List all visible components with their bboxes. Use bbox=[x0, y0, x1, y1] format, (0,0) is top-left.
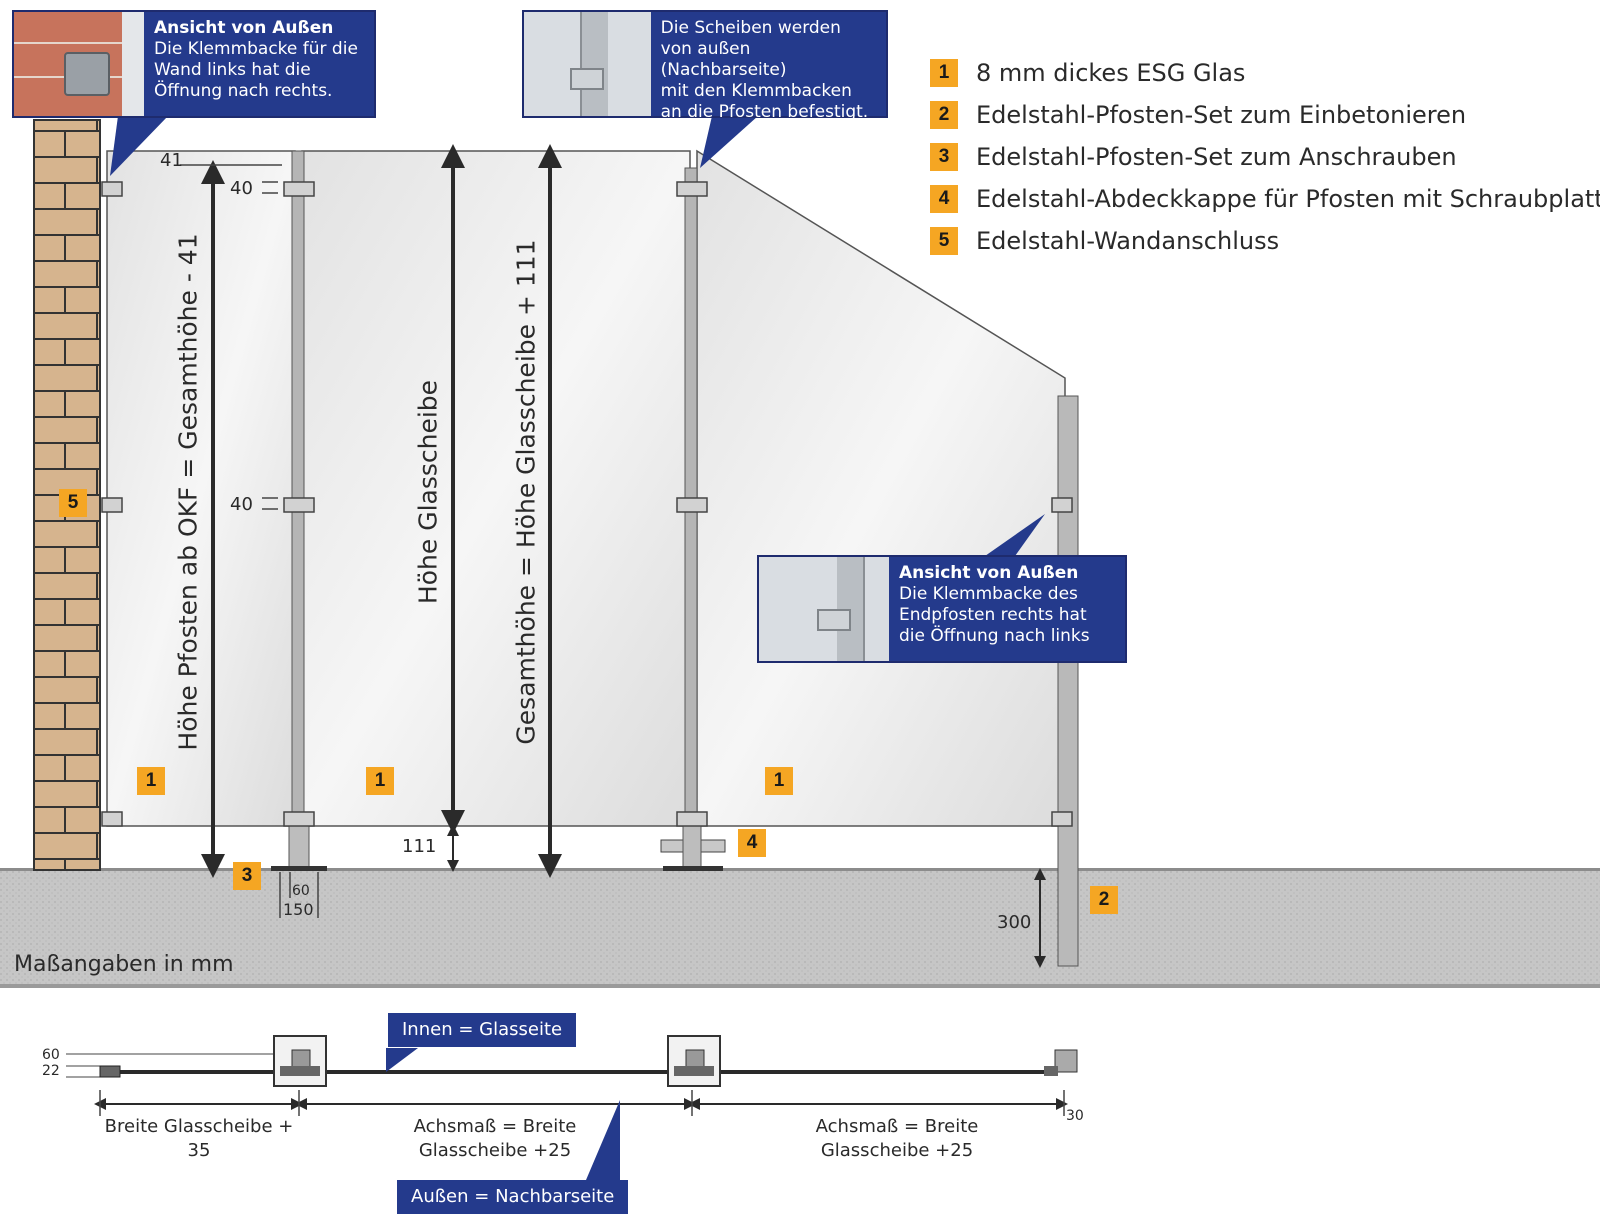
cap-badge: 4 bbox=[738, 829, 766, 857]
legend-badge: 5 bbox=[930, 227, 958, 255]
plan-axis-2-line: Achsmaß = Breite bbox=[815, 1116, 979, 1137]
inside-tag: Innen = Glasseite bbox=[388, 1013, 577, 1047]
outside-tag: Außen = Nachbarseite bbox=[397, 1180, 629, 1214]
mount-callout-line: von außen (Nachbarseite) bbox=[660, 39, 787, 80]
end-post-callout-line: Die Klemmbacke des bbox=[899, 584, 1078, 604]
legend-item: 2 Edelstahl-Pfosten-Set zum Einbetonieren bbox=[930, 94, 1600, 136]
glass-badge-2: 1 bbox=[366, 767, 394, 795]
legend-text: Edelstahl-Abdeckkappe für Pfosten mit Sc… bbox=[976, 185, 1600, 213]
mount-photo bbox=[524, 12, 651, 116]
wall-callout: Ansicht von Außen Die Klemmbacke für die… bbox=[12, 10, 376, 118]
end-post-callout-line: Endpfosten rechts hat bbox=[899, 605, 1087, 625]
plan-post-1 bbox=[273, 1035, 327, 1087]
ground bbox=[0, 870, 1600, 988]
legend-text: Edelstahl-Pfosten-Set zum Einbetonieren bbox=[976, 101, 1467, 129]
plan-axis-1: Achsmaß = Breite Glasscheibe +25 bbox=[370, 1115, 620, 1163]
wall-callout-title: Ansicht von Außen bbox=[154, 18, 334, 38]
dim-60: 60 bbox=[292, 883, 310, 899]
legend-text: 8 mm dickes ESG Glas bbox=[976, 59, 1246, 87]
plan-dim-60: 60 bbox=[42, 1047, 60, 1063]
post-left bbox=[291, 150, 305, 830]
post-height-label: Höhe Pfosten ab OKF = Gesamthöhe - 41 bbox=[173, 233, 203, 751]
legend-text: Edelstahl-Wandanschluss bbox=[976, 227, 1280, 255]
mount-callout-line: an die Pfosten befestigt. bbox=[660, 102, 869, 122]
legend-text: Edelstahl-Pfosten-Set zum Anschrauben bbox=[976, 143, 1457, 171]
dim-300: 300 bbox=[997, 912, 1032, 933]
end-post-callout: Ansicht von Außen Die Klemmbacke des End… bbox=[757, 555, 1127, 663]
glass-panel-2 bbox=[301, 150, 691, 827]
plan-end-post bbox=[1054, 1049, 1078, 1073]
wall-callout-line: Wand links hat die bbox=[154, 60, 311, 80]
end-post-photo bbox=[759, 557, 889, 661]
glass-badge-3: 1 bbox=[765, 767, 793, 795]
legend-badge: 1 bbox=[930, 59, 958, 87]
bolt-post-badge: 3 bbox=[233, 862, 261, 890]
legend-badge: 4 bbox=[930, 185, 958, 213]
total-height-label: Gesamthöhe = Höhe Glasscheibe + 111 bbox=[511, 239, 541, 745]
mount-callout-line: Die Scheiben werden bbox=[660, 18, 841, 38]
plan-axis-1-line: Glasscheibe +25 bbox=[418, 1140, 572, 1161]
legend-item: 3 Edelstahl-Pfosten-Set zum Anschrauben bbox=[930, 136, 1600, 178]
end-post-callout-title: Ansicht von Außen bbox=[899, 563, 1079, 583]
post-end bbox=[1057, 395, 1079, 967]
dim-40-mid: 40 bbox=[230, 494, 253, 515]
plan-axis-2-line: Glasscheibe +25 bbox=[820, 1140, 974, 1161]
legend-item: 1 8 mm dickes ESG Glas bbox=[930, 52, 1600, 94]
end-post-callout-line: die Öffnung nach links bbox=[899, 626, 1090, 646]
plan-axis-1-line: Achsmaß = Breite bbox=[413, 1116, 577, 1137]
glass-height-label: Höhe Glasscheibe bbox=[413, 379, 443, 605]
legend-badge: 2 bbox=[930, 101, 958, 129]
wall-photo bbox=[14, 12, 144, 116]
sunk-post-badge: 2 bbox=[1090, 886, 1118, 914]
mount-callout-line: mit den Klemmbacken bbox=[660, 81, 852, 101]
dim-150: 150 bbox=[283, 900, 314, 919]
legend-item: 4 Edelstahl-Abdeckkappe für Pfosten mit S… bbox=[930, 178, 1600, 220]
legend-item: 5 Edelstahl-Wandanschluss bbox=[930, 220, 1600, 262]
wall-callout-line: Öffnung nach rechts. bbox=[154, 81, 333, 101]
wall-callout-line: Die Klemmbacke für die bbox=[154, 39, 358, 59]
plan-width-first: Breite Glasscheibe + 35 bbox=[104, 1116, 294, 1161]
legend-badge: 3 bbox=[930, 143, 958, 171]
glass-badge-1: 1 bbox=[137, 767, 165, 795]
plan-dim-30: 30 bbox=[1066, 1108, 1084, 1124]
plan-dim-22: 22 bbox=[42, 1063, 60, 1079]
units-note: Maßangaben in mm bbox=[14, 952, 234, 977]
dim-111: 111 bbox=[402, 836, 437, 857]
mount-callout: Die Scheiben werden von außen (Nachbarse… bbox=[522, 10, 888, 122]
wall-badge: 5 bbox=[59, 489, 87, 517]
dim-40-top: 40 bbox=[230, 178, 253, 199]
plan-post-2 bbox=[667, 1035, 721, 1087]
ground-edge bbox=[0, 868, 1600, 871]
dim-41: 41 bbox=[160, 150, 183, 171]
plan-axis-2: Achsmaß = Breite Glasscheibe +25 bbox=[772, 1115, 1022, 1163]
